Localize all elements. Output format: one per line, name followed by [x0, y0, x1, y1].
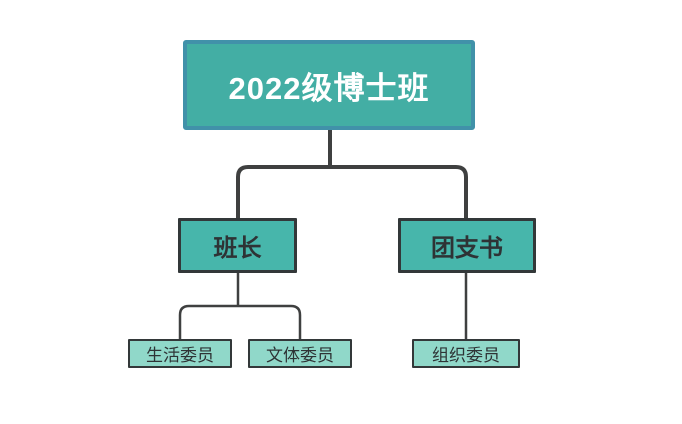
node-class-monitor[interactable]: 班长: [178, 218, 297, 273]
connector-level1-elbow: [236, 165, 468, 218]
node-life-committee[interactable]: 生活委员: [128, 339, 232, 368]
node-root-2022-phd-class[interactable]: 2022级博士班: [183, 40, 475, 130]
node-culture-sports-committee[interactable]: 文体委员: [248, 339, 352, 368]
node-league-secretary[interactable]: 团支书: [398, 218, 536, 273]
node-organization-committee[interactable]: 组织委员: [412, 339, 520, 368]
connector-level2-elbow: [178, 304, 302, 339]
